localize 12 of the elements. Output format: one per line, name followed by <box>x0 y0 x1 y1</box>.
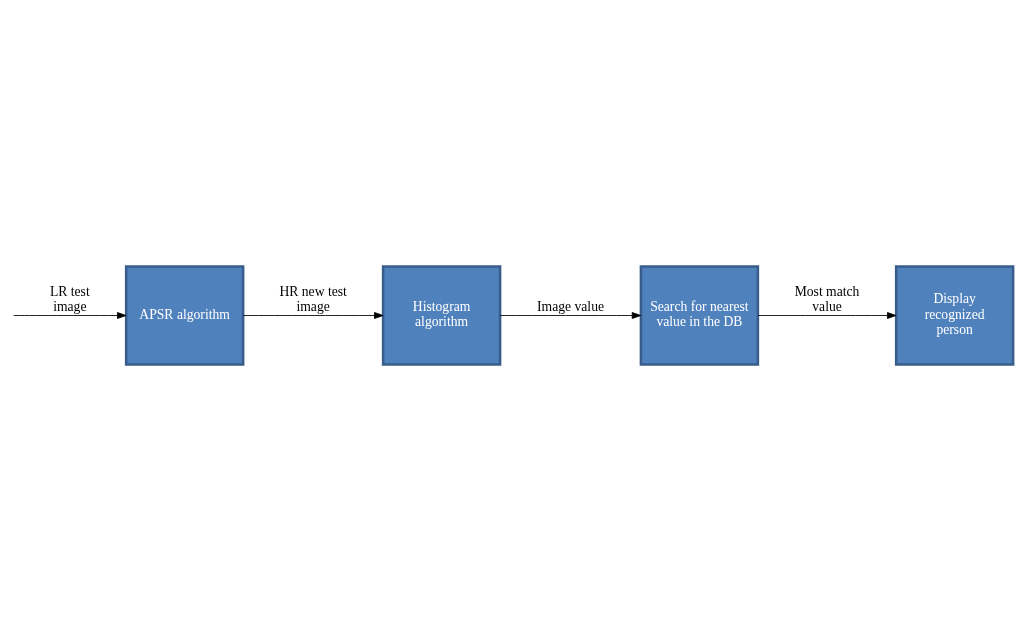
edge-label: HR new test image <box>279 283 347 314</box>
edge-label: Image value <box>536 298 605 314</box>
arrow <box>757 311 897 319</box>
edge-label: Most match value <box>794 283 860 314</box>
arrow <box>243 311 384 319</box>
arrow <box>13 311 127 319</box>
node-box: Search for nearest value in the DB <box>639 264 760 366</box>
node-box: APSR algorithm <box>124 264 245 366</box>
node-box: Histogram algorithm <box>381 264 502 366</box>
arrow <box>499 311 642 319</box>
node-box: Display recognized person <box>894 264 1015 366</box>
edge-label: LR test image <box>49 283 90 314</box>
